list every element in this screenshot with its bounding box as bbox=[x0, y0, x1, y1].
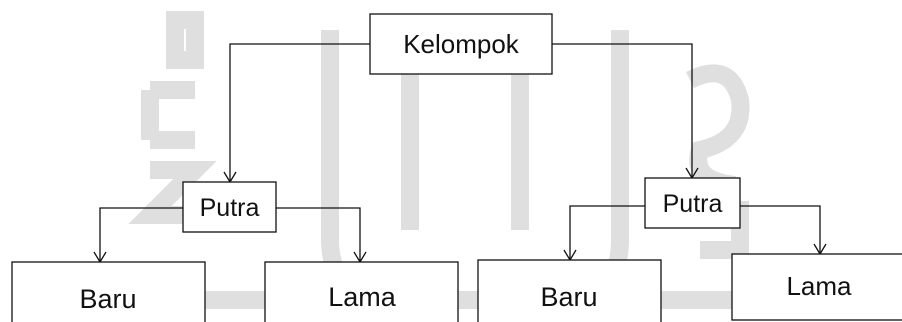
node-leaf-1-1-label: Baru bbox=[79, 284, 136, 314]
node-leaf-1-2: Lama bbox=[264, 261, 459, 322]
node-branch-1: Putra bbox=[182, 181, 277, 233]
node-leaf-1-1: Baru bbox=[11, 261, 206, 322]
node-leaf-2-2: Lama bbox=[731, 253, 902, 321]
edge-branch-1-to-baru bbox=[99, 207, 183, 262]
node-leaf-2-1-label: Baru bbox=[540, 282, 597, 312]
edge-branch-1-to-lama bbox=[276, 207, 361, 262]
node-leaf-2-2-label: Lama bbox=[786, 271, 852, 301]
node-branch-2: Putra bbox=[644, 177, 741, 229]
node-branch-2-label: Putra bbox=[663, 190, 723, 218]
edge-root-to-branch-1 bbox=[229, 43, 370, 182]
edge-branch-2-to-baru bbox=[569, 205, 645, 260]
node-root-label: Kelompok bbox=[403, 29, 520, 59]
node-root: Kelompok bbox=[369, 13, 553, 75]
node-leaf-1-2-label: Lama bbox=[328, 282, 397, 312]
node-leaf-2-1: Baru bbox=[477, 259, 662, 322]
edge-branch-2-to-lama bbox=[740, 205, 821, 254]
node-branch-1-label: Putra bbox=[200, 194, 260, 222]
edge-root-to-branch-2 bbox=[552, 43, 693, 178]
